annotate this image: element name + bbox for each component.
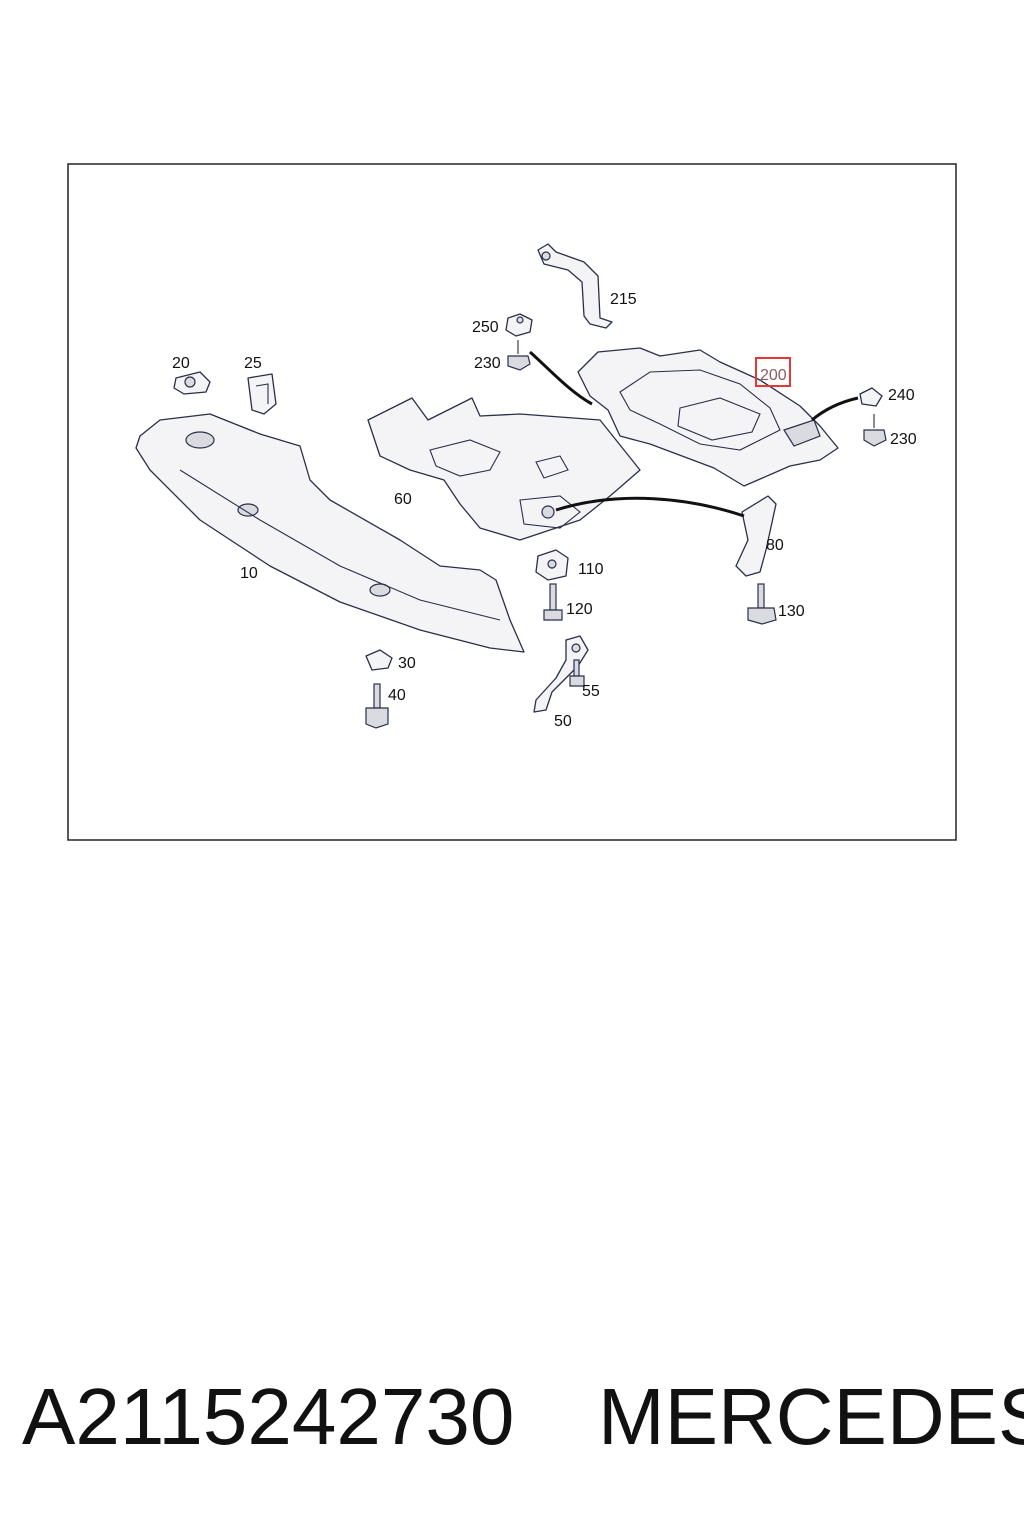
part-55-bolt <box>569 659 585 687</box>
label-240: 240 <box>888 387 915 404</box>
label-200: 200 <box>760 367 787 384</box>
part-80-bracket <box>735 495 777 577</box>
part-40-screw <box>365 683 389 729</box>
part-number: A2115242730 <box>22 1372 515 1461</box>
arrow-240-to-200 <box>811 396 859 422</box>
part-230-nut-left <box>507 340 531 371</box>
arrow-80-to-60 <box>555 496 745 518</box>
label-30: 30 <box>398 655 416 672</box>
label-120: 120 <box>566 601 593 618</box>
part-230-nut-right <box>863 414 887 447</box>
part-240-clip <box>859 387 883 407</box>
label-250: 250 <box>472 319 499 336</box>
part-120-bolt <box>543 583 563 621</box>
part-20 <box>173 371 211 395</box>
part-110-nut <box>535 549 569 581</box>
label-10: 10 <box>240 565 258 582</box>
label-55: 55 <box>582 683 600 700</box>
part-30-clip <box>365 649 393 671</box>
part-10-front-panel <box>135 413 525 653</box>
label-40: 40 <box>388 687 406 704</box>
label-25: 25 <box>244 355 262 372</box>
part-25 <box>247 373 277 415</box>
label-230-right: 230 <box>890 431 917 448</box>
part-215-bracket <box>537 243 613 329</box>
part-50-bracket <box>533 635 589 713</box>
label-230-left: 230 <box>474 355 501 372</box>
label-80: 80 <box>766 537 784 554</box>
part-130-bolt <box>747 583 777 625</box>
label-50: 50 <box>554 713 572 730</box>
label-60: 60 <box>394 491 412 508</box>
brand-name: MERCEDES <box>598 1372 1024 1461</box>
label-20: 20 <box>172 355 190 372</box>
part-250-clip <box>505 313 533 337</box>
label-215: 215 <box>610 291 637 308</box>
part-200-shield <box>577 347 839 487</box>
label-110: 110 <box>578 561 604 578</box>
highlight-box-200 <box>755 357 791 387</box>
label-130: 130 <box>778 603 805 620</box>
arrow-230-to-200 <box>529 350 593 406</box>
